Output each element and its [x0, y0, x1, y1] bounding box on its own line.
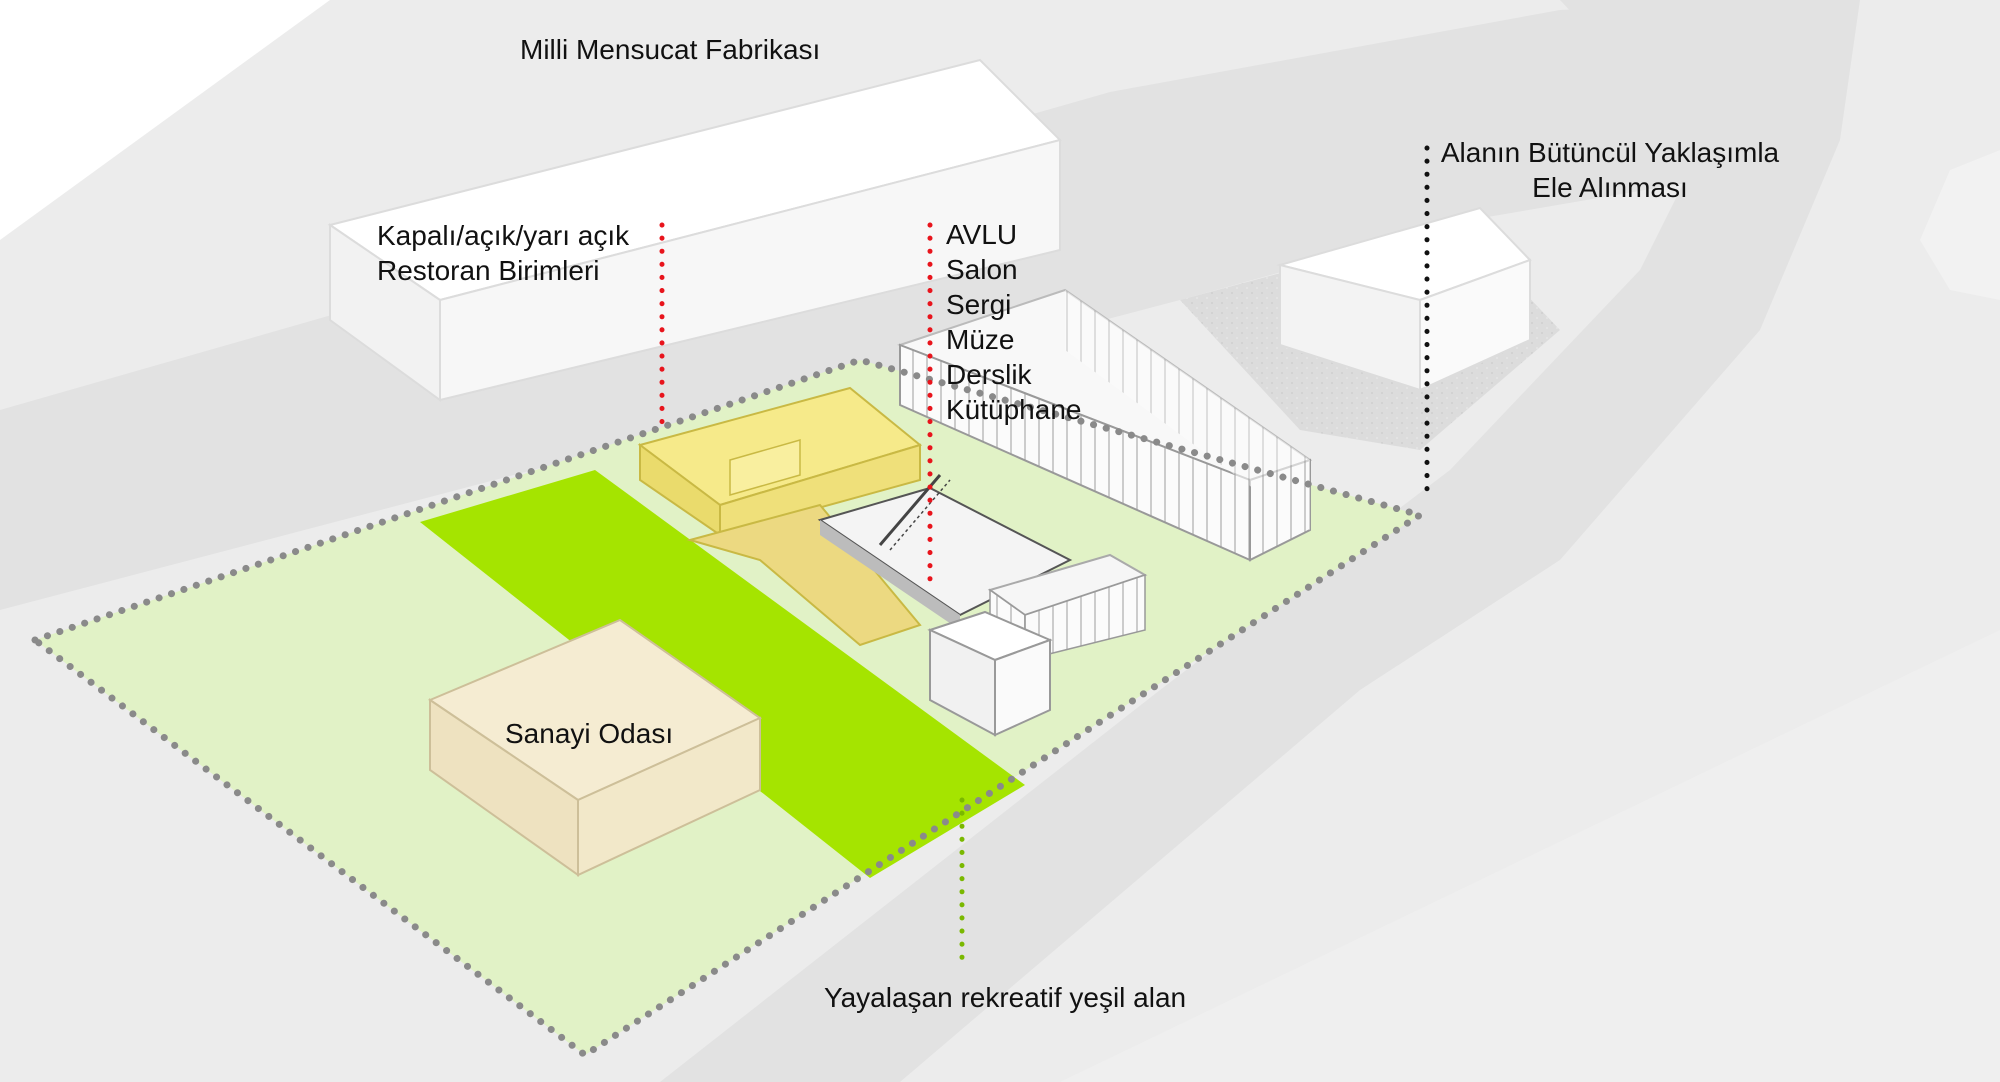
- pedestrian-green-strip: [420, 470, 1025, 878]
- site-boundary: [27, 356, 1429, 1060]
- right-building: [1276, 206, 1532, 392]
- green-area-label: Yayalaşan rekreatif yeşil alan: [824, 982, 1187, 1013]
- museum-volume: [897, 288, 1313, 562]
- chamber-building: [427, 618, 763, 877]
- courtyard: [817, 474, 1073, 630]
- program-item: Salon: [946, 254, 1018, 285]
- restaurant-label-line-2: Restoran Birimleri: [377, 255, 600, 286]
- program-item: Sergi: [946, 289, 1012, 320]
- program-label: AVLU Salon Sergi Müze Derslik Kütüphane: [946, 217, 1081, 427]
- program-item: Kütüphane: [946, 394, 1082, 425]
- north-road: [0, 0, 1820, 610]
- holistic-label: Alanın Bütüncül Yaklaşımla Ele Alınması: [1430, 135, 1790, 205]
- factory-label: Milli Mensucat Fabrikası: [520, 34, 821, 65]
- restaurant-label: Kapalı/açık/yarı açık Restoran Birimleri: [377, 218, 629, 288]
- program-item: AVLU: [946, 219, 1018, 250]
- restaurant-label-line-1: Kapalı/açık/yarı açık: [377, 220, 630, 251]
- holistic-label-line-2: Ele Alınması: [1532, 172, 1688, 203]
- library-box: [927, 610, 1053, 737]
- east-road: [660, 0, 1860, 1082]
- holistic-label-line-1: Alanın Bütüncül Yaklaşımla: [1440, 137, 1780, 168]
- program-item: Derslik: [946, 359, 1032, 390]
- program-item: Müze: [946, 324, 1015, 355]
- factory-building: [327, 58, 1062, 402]
- roundabout-edge: [1920, 150, 2000, 300]
- bottom-right-ground: [1060, 630, 2000, 1082]
- top-left-corner: [0, 0, 330, 240]
- restaurant-block: [637, 386, 923, 647]
- chamber-label: Sanayi Odası: [505, 718, 674, 749]
